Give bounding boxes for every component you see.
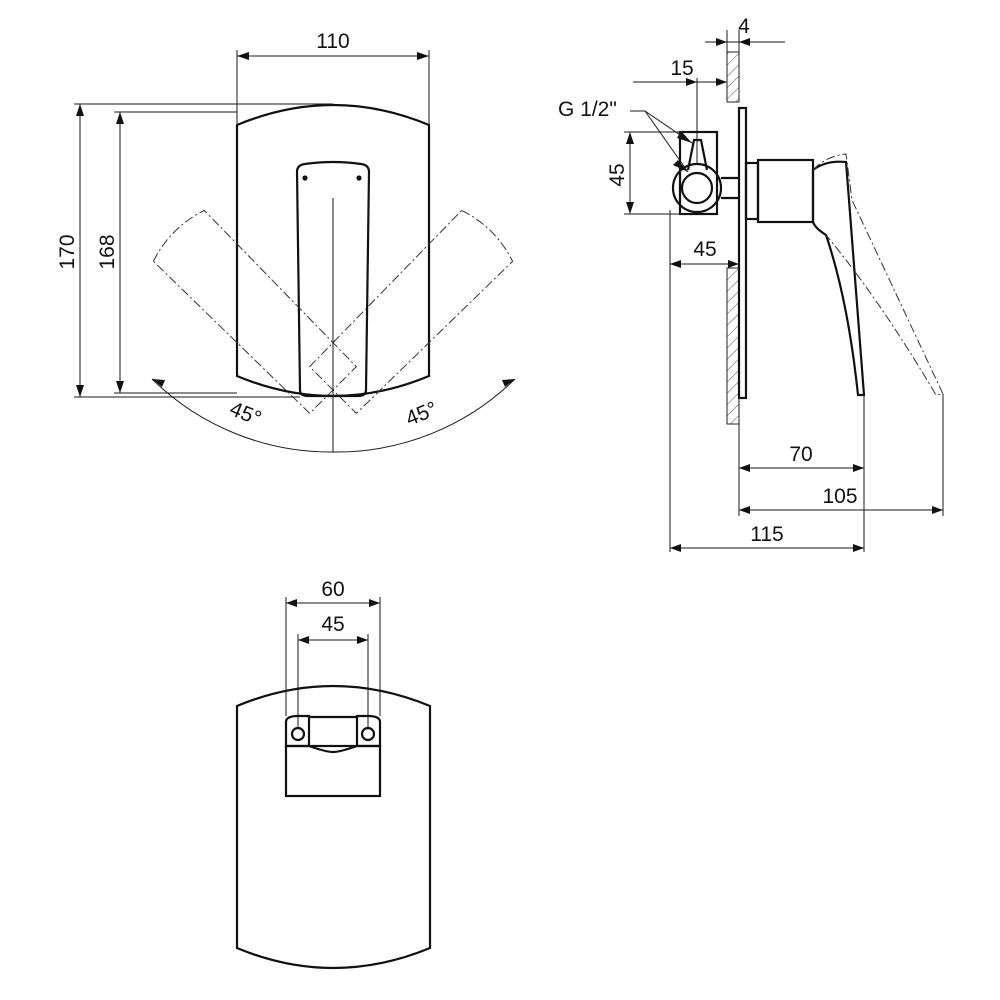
dim-inlet-height-label: 45: [606, 163, 629, 186]
inlet-inner-ring: [680, 171, 714, 205]
side-cover-plate: [737, 106, 748, 400]
side-spindle-body: [756, 158, 815, 224]
rear-valve-block: [284, 744, 382, 798]
dim-inlet-offset-label: 15: [670, 57, 693, 80]
front-handle: [295, 160, 371, 398]
dim-front-width: 110: [236, 30, 430, 125]
front-cover-plate: [235, 103, 431, 398]
dim-body-depth-label: 45: [693, 238, 716, 261]
dim-angle-left-label: 45°: [226, 397, 264, 430]
dim-lever-reach-label: 70: [789, 443, 812, 466]
dim-front-width-label: 110: [316, 30, 349, 53]
dim-lever-reach: 70: [738, 395, 865, 552]
rotated-handle-left: [152, 209, 358, 415]
dim-front-height-inner-label: 168: [96, 234, 119, 269]
dim-inlet-height: 45: [606, 131, 690, 215]
rear-mount-hole-left: [290, 726, 306, 742]
side-lever-rotated: [812, 153, 944, 396]
rear-mount-bracket: [284, 714, 382, 754]
dim-total-depth: 115: [670, 523, 864, 552]
front-handle-dot-right: [356, 175, 362, 181]
dim-front-height: 170 168: [56, 103, 333, 398]
rear-view: 60 45: [235, 578, 432, 970]
dim-wall-thickness: 4: [705, 15, 785, 55]
rotated-handle-right: [308, 209, 514, 415]
dim-mount-outer-label: 60: [321, 578, 344, 601]
dim-body-depth: 45: [669, 210, 739, 552]
thread-callout: G 1/2": [558, 98, 693, 173]
front-handle-dot-left: [302, 175, 308, 181]
dim-lever-reach-max-label: 105: [822, 485, 857, 508]
front-view: 110 170 168 45° 45°: [56, 30, 516, 453]
dim-angle-right-label: 45°: [403, 397, 441, 430]
wall-lower: [726, 267, 740, 425]
dim-mount-inner: 45: [297, 613, 369, 728]
side-spindle: [744, 161, 760, 221]
wall-upper: [726, 51, 740, 103]
dim-wall-thickness-label: 4: [738, 15, 750, 38]
dim-lever-reach-max: 105: [739, 394, 944, 516]
dim-front-height-outer-label: 170: [56, 234, 79, 269]
dim-mount-outer: 60: [285, 578, 381, 716]
dim-total-depth-label: 115: [750, 523, 783, 546]
rear-cover-plate: [235, 684, 432, 970]
rear-mount-hole-right: [360, 726, 376, 742]
dim-inlet-offset: 15: [633, 57, 727, 165]
dim-mount-inner-label: 45: [321, 613, 344, 636]
side-lever: [811, 160, 866, 397]
side-view: 4 15 G 1/2" 45: [558, 15, 944, 552]
thread-label: G 1/2": [558, 98, 617, 121]
